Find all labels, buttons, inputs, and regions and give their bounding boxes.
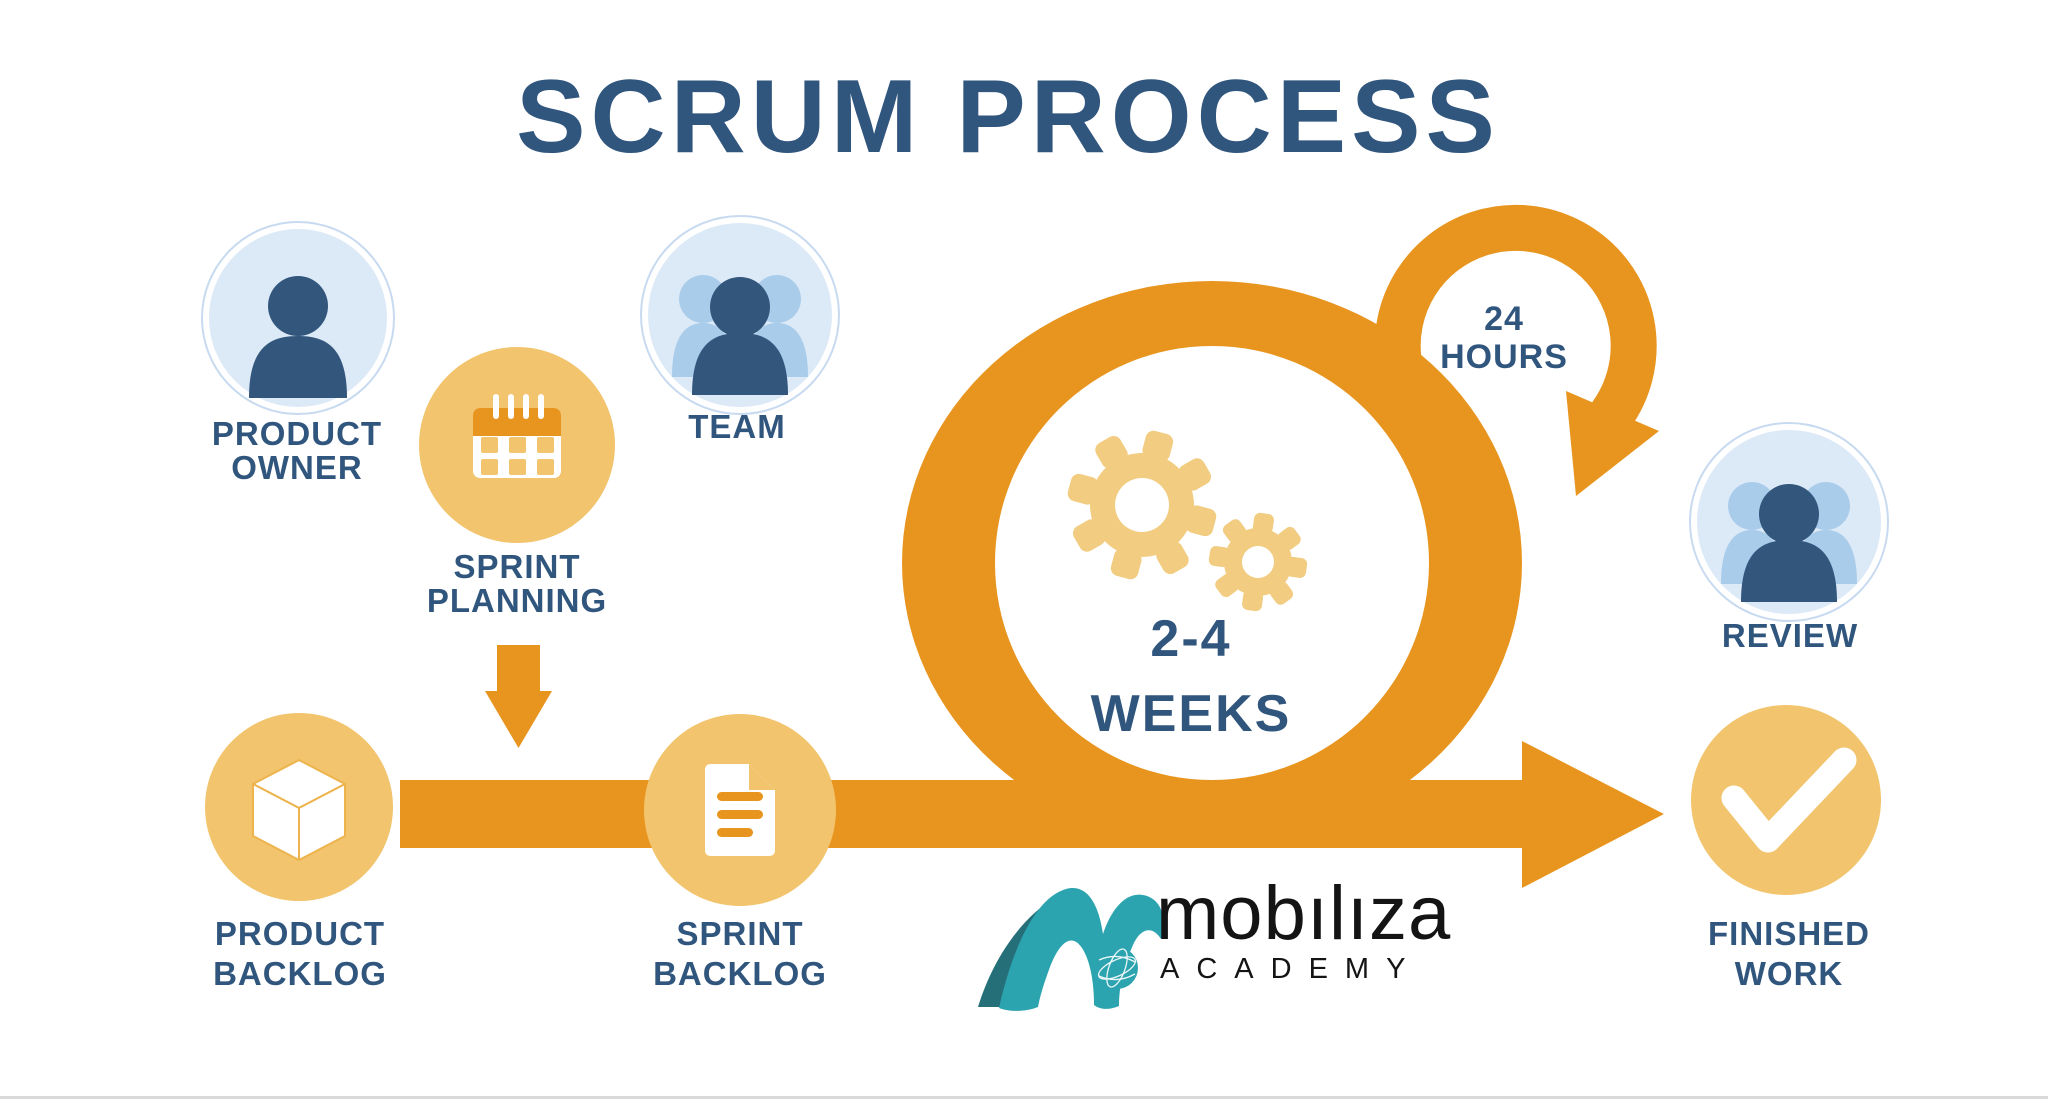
label-line: 24 [1484,300,1524,338]
sprint-backlog-node [644,714,836,906]
label-line: TEAM [688,408,786,445]
cube-icon [252,759,346,861]
bottom-border [0,1096,2048,1099]
document-icon [705,764,775,856]
flow-arrow [400,741,1664,888]
sprint-backlog-label: SPRINT BACKLOG [653,914,827,994]
people-icon [672,275,808,395]
label-line: BACKLOG [653,955,827,992]
label-line: BACKLOG [213,955,387,992]
team-label: TEAM [688,410,786,444]
label-line: PRODUCT [214,915,386,952]
mobiliza-logo-mark [978,888,1164,1011]
product-backlog-node [205,713,393,901]
label-line: OWNER [231,449,363,486]
checkmark-icon [1721,747,1857,853]
label-line: REVIEW [1721,617,1859,654]
logo-globe-icon [1096,947,1138,989]
finished-work-node [1691,705,1881,895]
people-icon [1721,482,1857,602]
person-icon [249,276,347,398]
daily-loop-label: 24 HOURS [1440,300,1568,376]
product-owner-label: PRODUCT OWNER [212,417,382,485]
gears-icon [1067,430,1308,612]
review-label: REVIEW [1722,619,1858,653]
finished-work-label: FINISHED WORK [1708,914,1870,994]
label-line: HOURS [1440,338,1568,376]
sprint-planning-node [419,347,615,543]
label-line: PLANNING [426,582,608,619]
daily-loop-arrow [1374,204,1659,496]
mobiliza-academy-text: ACADEMY [1160,953,1423,985]
daily-loop-arrowhead [1566,391,1659,496]
product-owner-avatar [201,221,395,415]
sprint-planning-label: SPRINT PLANNING [427,550,607,618]
team-avatar [640,215,840,415]
review-avatar [1689,422,1889,622]
label-line: SPRINT [453,548,581,585]
calendar-icon [473,394,561,478]
label-line: FINISHED [1707,915,1871,952]
label-line: SPRINT [676,915,804,952]
planning-down-arrow [485,645,552,748]
label-line: PRODUCT [211,415,383,452]
sprint-loop-label: 2-4 WEEKS [1091,602,1292,752]
label-line: WORK [1734,955,1844,992]
page-title: SCRUM PROCESS [516,59,1500,175]
product-backlog-label: PRODUCT BACKLOG [213,914,387,994]
flow-arrowhead [1522,741,1664,888]
label-line: WEEKS [1090,685,1292,743]
label-line: 2-4 [1150,610,1232,668]
mobiliza-wordmark: mobılıza [1156,871,1452,956]
